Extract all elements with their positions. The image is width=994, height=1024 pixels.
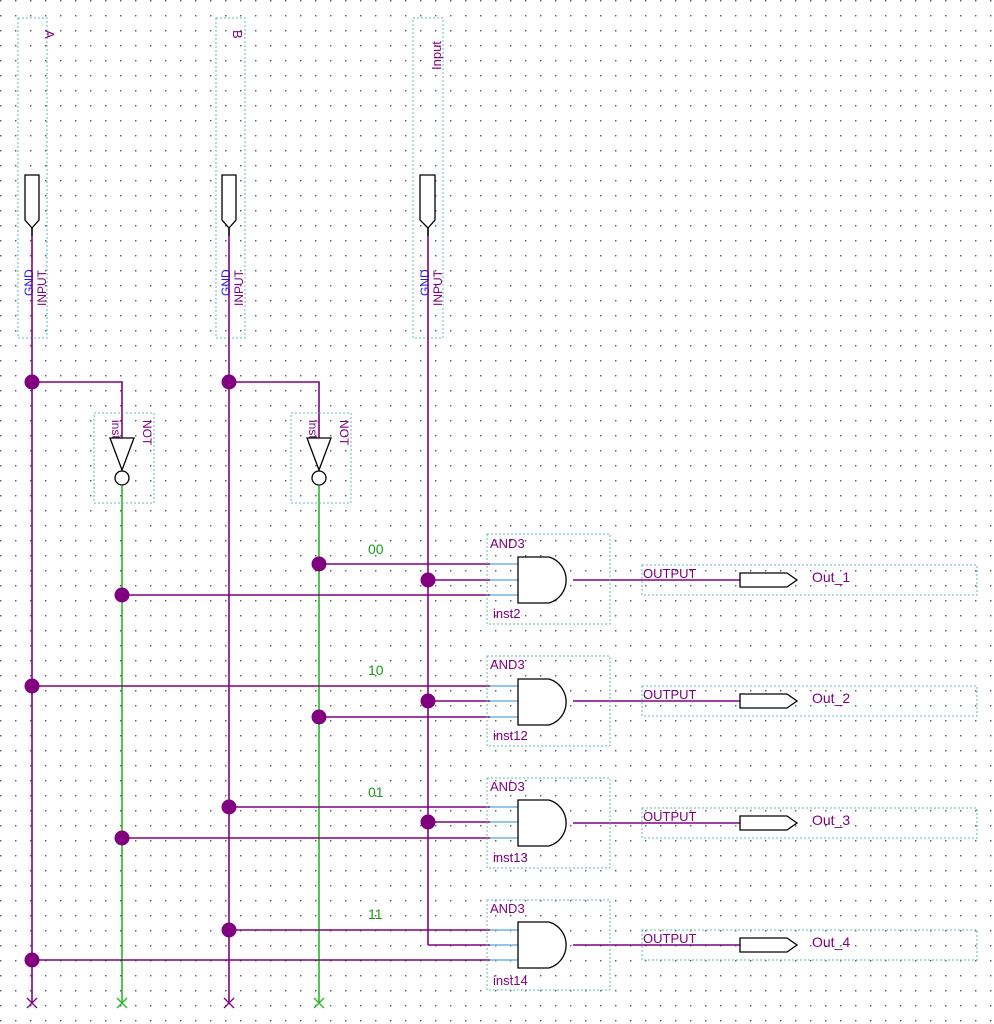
and-gate-inst-label: inst2 (493, 606, 520, 621)
output-type-label: OUTPUT (643, 687, 697, 702)
and-gate-code-label: 00 (368, 541, 384, 557)
input-pin-name: A (42, 30, 57, 39)
not-gate-type-label: NOT (337, 420, 351, 446)
output-type-label: OUTPUT (643, 809, 697, 824)
output-pin-name: Out_4 (812, 934, 850, 950)
and-gate-code-label: 11 (368, 906, 383, 922)
not-gate-type-label: NOT (140, 420, 154, 446)
and-gate-type-label: AND3 (490, 901, 525, 916)
and-gate-type-label: AND3 (490, 657, 525, 672)
not-gate-inst3[interactable]: inst3 NOT (290, 412, 352, 504)
output-type-label: OUTPUT (643, 931, 697, 946)
and-gate-code-label: 10 (368, 662, 384, 678)
junction-dots (24, 374, 436, 968)
and-gate-inst13[interactable]: AND3 inst13 01 (368, 777, 611, 869)
pin-type-label: INPUT (232, 269, 246, 306)
and-gate-inst12[interactable]: AND3 inst12 10 (368, 655, 611, 747)
input-pin-name: Input (429, 41, 444, 70)
output-pin-name: Out_1 (812, 569, 850, 585)
pin-gnd-label: GND (418, 269, 432, 296)
wires (31, 236, 740, 1003)
pin-gnd-label: GND (22, 269, 36, 296)
pin-type-label: INPUT (431, 269, 445, 306)
and-gate-inst-label: inst13 (493, 850, 528, 865)
output-pin-name: Out_3 (812, 812, 850, 828)
not-gate-inst[interactable]: inst NOT (93, 412, 155, 504)
input-pin-name: B (230, 30, 245, 39)
output-pin-out-4[interactable]: OUTPUT Out_4 (641, 929, 978, 961)
not-gate-inst-label: inst (109, 420, 123, 439)
and-gate-type-label: AND3 (490, 536, 525, 551)
and-gate-inst-label: inst12 (493, 728, 528, 743)
pin-gnd-label: GND (219, 269, 233, 296)
output-pin-out-3[interactable]: OUTPUT Out_3 (641, 807, 978, 839)
and-gate-code-label: 01 (368, 784, 384, 800)
pin-type-label: INPUT (35, 269, 49, 306)
output-type-label: OUTPUT (643, 566, 697, 581)
and-gate-inst14[interactable]: AND3 inst14 11 (368, 899, 611, 991)
wire-end-markers (26, 997, 325, 1009)
and-gate-inst-label: inst14 (493, 973, 528, 988)
and-gate-type-label: AND3 (490, 779, 525, 794)
output-pin-name: Out_2 (812, 690, 850, 706)
output-pin-out-1[interactable]: OUTPUT Out_1 (641, 564, 978, 596)
output-pin-out-2[interactable]: OUTPUT Out_2 (641, 685, 978, 717)
and-gate-inst2[interactable]: AND3 inst2 00 (368, 533, 611, 625)
